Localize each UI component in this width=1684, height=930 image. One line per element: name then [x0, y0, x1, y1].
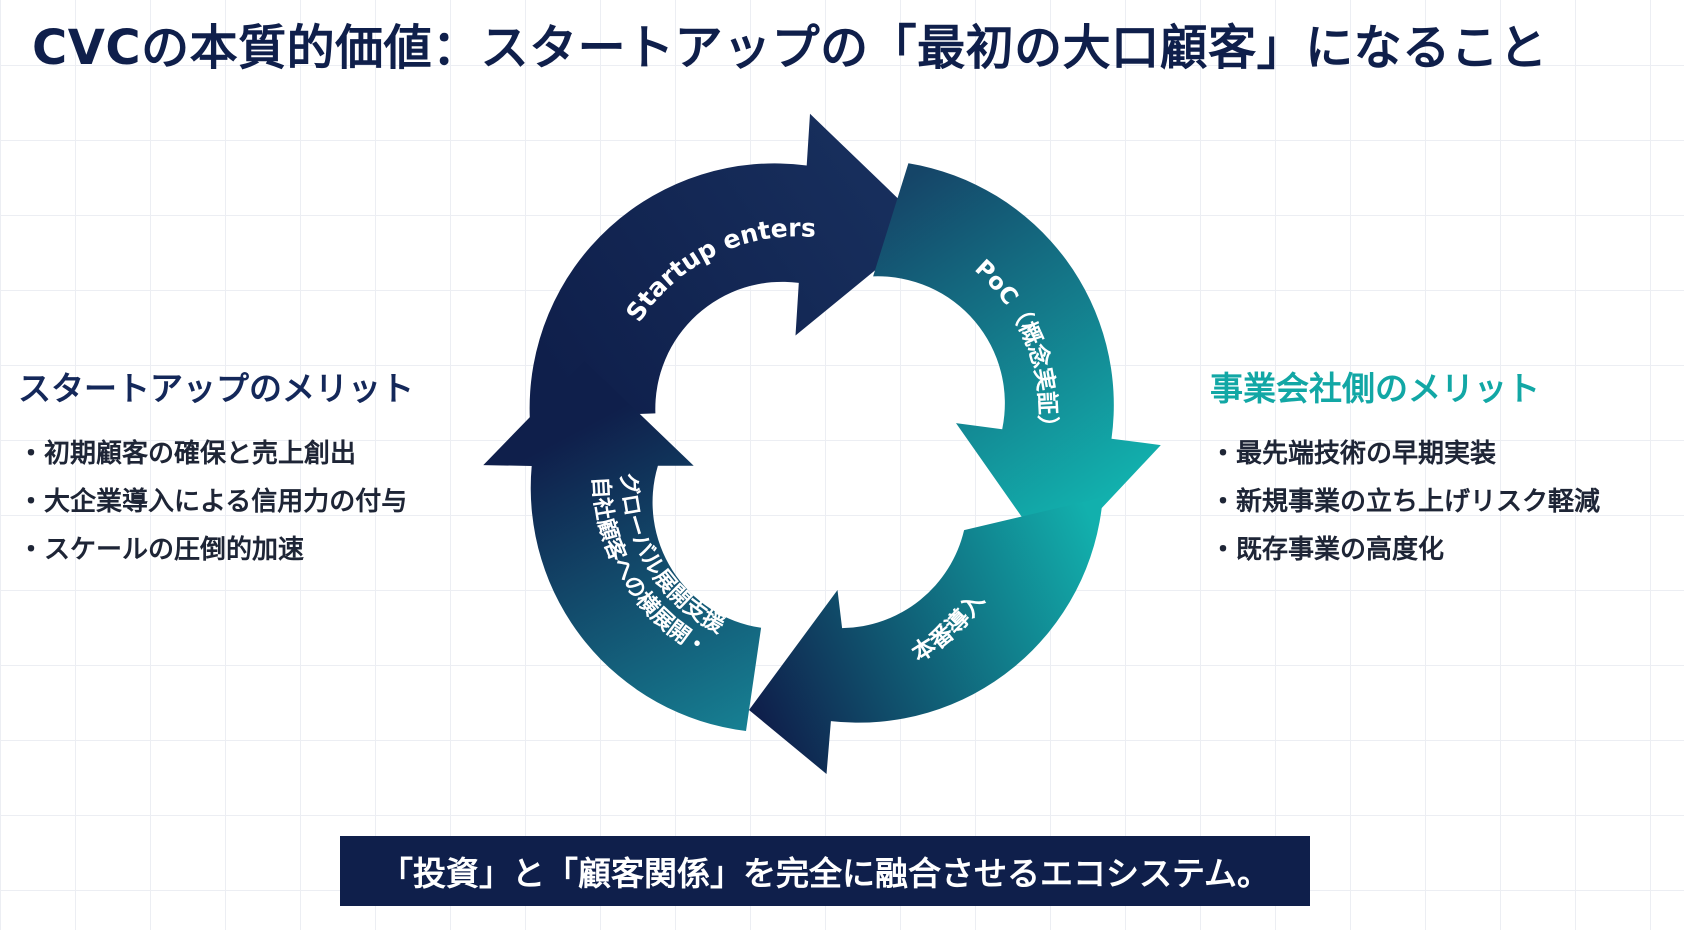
- arrow-poc: [873, 163, 1161, 561]
- corporate-merits-panel: 事業会社側のメリット 最先端技術の早期実装 新規事業の立ち上げリスク軽減 既存事…: [1210, 362, 1680, 574]
- startup-merits-panel: スタートアップのメリット 初期顧客の確保と売上創出 大企業導入による信用力の付与…: [18, 362, 488, 574]
- startup-merit-item: 大企業導入による信用力の付与: [18, 478, 488, 526]
- arrow-expansion: [483, 360, 762, 731]
- arrow-production: [749, 497, 1103, 774]
- corporate-merits-heading: 事業会社側のメリット: [1210, 369, 1540, 408]
- startup-merits-heading: スタートアップのメリット: [18, 369, 414, 408]
- arrow-startup-enters: [529, 113, 928, 419]
- corporate-merit-item: 最先端技術の早期実装: [1210, 430, 1680, 478]
- startup-merit-item: 初期顧客の確保と売上創出: [18, 430, 488, 478]
- corporate-merit-item: 既存事業の高度化: [1210, 526, 1680, 574]
- startup-merits-list: 初期顧客の確保と売上創出 大企業導入による信用力の付与 スケールの圧倒的加速: [18, 430, 488, 574]
- ecosystem-banner: 「投資」と「顧客関係」を完全に融合させるエコシステム。: [340, 836, 1310, 906]
- corporate-merit-item: 新規事業の立ち上げリスク軽減: [1210, 478, 1680, 526]
- startup-merit-item: スケールの圧倒的加速: [18, 526, 488, 574]
- page-title: CVCの本質的価値：スタートアップの「最初の大口顧客」になること: [32, 20, 1548, 76]
- corporate-merits-list: 最先端技術の早期実装 新規事業の立ち上げリスク軽減 既存事業の高度化: [1210, 430, 1680, 574]
